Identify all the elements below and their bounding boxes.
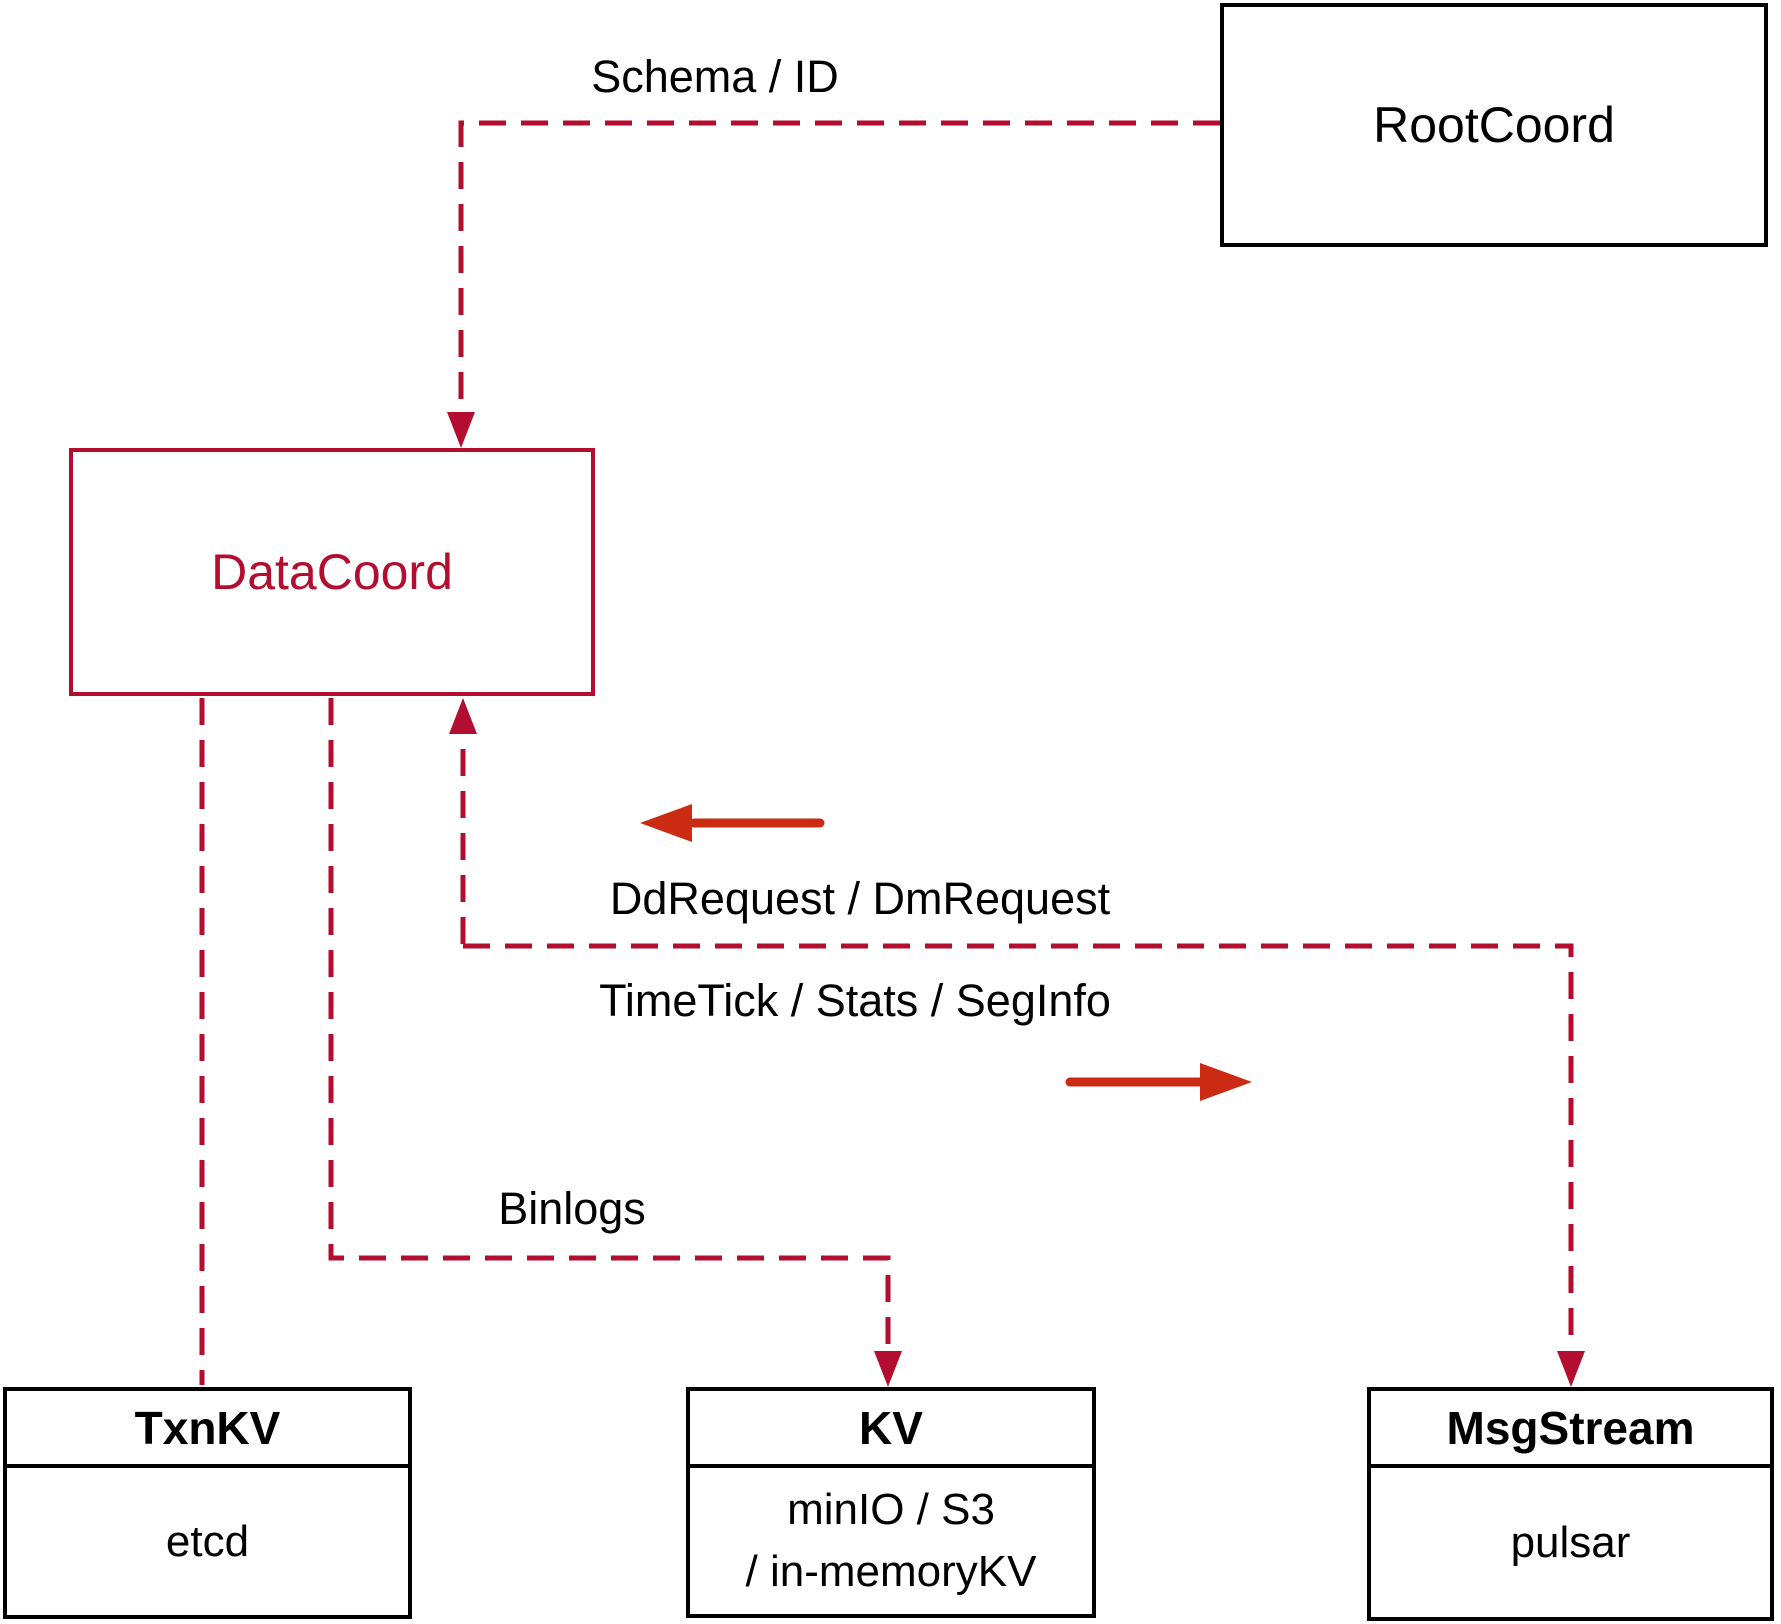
- arrowhead-into-kv-top-icon: [874, 1351, 902, 1387]
- msgstream-title: MsgStream: [1371, 1391, 1770, 1468]
- txnkv-box: TxnKV etcd: [3, 1387, 412, 1619]
- rootcoord-label: RootCoord: [1373, 97, 1615, 153]
- arrowhead-into-msgstream-top-icon: [1557, 1351, 1585, 1387]
- edge-label-timetick-stats-seginfo: TimeTick / Stats / SegInfo: [599, 975, 1111, 1026]
- msgstream-box: MsgStream pulsar: [1367, 1387, 1774, 1621]
- kv-title: KV: [690, 1391, 1092, 1468]
- arrowhead-into-datacoord-bottom-icon: [449, 698, 477, 734]
- edge-rootcoord-to-datacoord: [458, 120, 1220, 408]
- arrowhead-into-datacoord-top-icon: [447, 412, 475, 448]
- kv-box: KV minIO / S3 / in-memoryKV: [686, 1387, 1096, 1618]
- direction-arrow-right-icon: [1200, 1063, 1252, 1101]
- edge-datacoord-to-kv: [328, 698, 891, 1346]
- txnkv-title: TxnKV: [7, 1391, 408, 1468]
- datacoord-label: DataCoord: [211, 544, 453, 600]
- direction-arrow-left-icon: [640, 804, 692, 842]
- edge-label-schema-id: Schema / ID: [591, 51, 839, 102]
- kv-body-line1: minIO / S3: [787, 1485, 995, 1534]
- kv-body-line2: / in-memoryKV: [745, 1547, 1037, 1596]
- edge-label-ddrequest-dmrequest: DdRequest / DmRequest: [609, 873, 1111, 924]
- edge-msgstream-to-datacoord-horizontal: [463, 943, 1574, 1346]
- datacoord-box: DataCoord: [69, 448, 595, 696]
- edge-label-binlogs: Binlogs: [498, 1183, 646, 1234]
- rootcoord-box: RootCoord: [1220, 3, 1768, 247]
- txnkv-body: etcd: [165, 1516, 250, 1566]
- msgstream-body: pulsar: [1510, 1517, 1631, 1567]
